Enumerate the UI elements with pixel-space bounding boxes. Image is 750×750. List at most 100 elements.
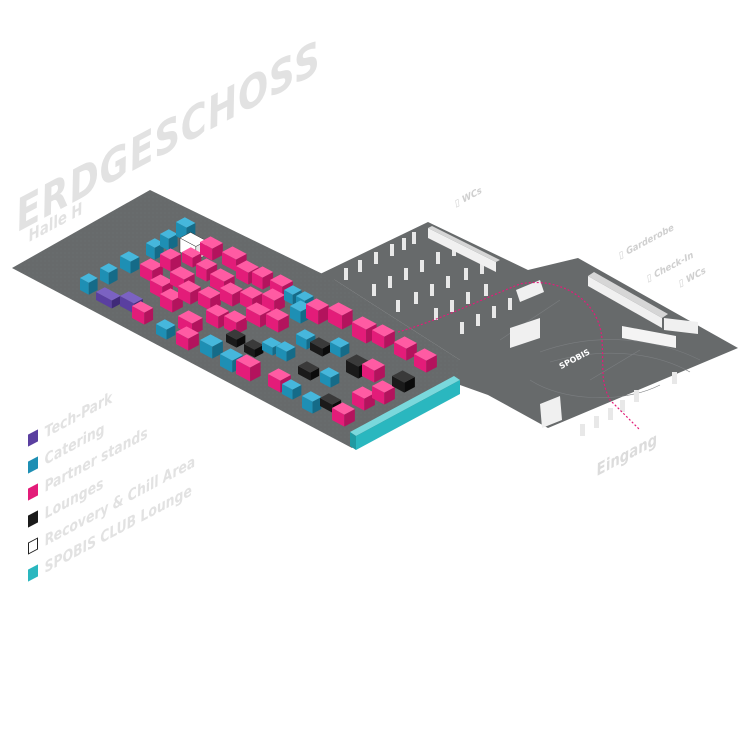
booth-face [96,292,112,309]
booth-face [196,258,218,270]
booth-face [150,274,173,287]
legend-item-tech-park: Tech-Park [28,389,113,447]
booth-face [168,234,178,251]
booth-face [160,229,178,239]
booth-face [342,309,353,330]
booth-face [270,274,293,287]
booth-face [266,314,279,333]
booth-face [262,337,282,348]
booth-face [200,340,213,359]
booth-face [332,402,355,415]
legend-item-recovery-chill: Recovery & Chill Area [28,453,196,555]
booth-face [340,342,350,358]
booth-face [262,294,275,313]
booth-face [170,254,182,272]
booth-face [236,360,251,382]
booth-face [200,242,213,261]
route-path [397,281,641,431]
booth-face [290,306,301,324]
legend-item-partner-stands: Partner stands [28,424,149,501]
booth-face [132,301,154,313]
booth-face [222,252,237,272]
booth-face [414,348,437,361]
booth-face [226,334,237,348]
booth-face [330,372,340,388]
booth-face [352,392,365,411]
booth-face [140,264,153,283]
booth-face [120,296,135,314]
booth-face [206,304,229,317]
booth-face [206,310,219,329]
booth-face [188,332,199,351]
booth-face [274,294,285,313]
booth-face [252,272,263,290]
booth-face [322,343,332,357]
booth-face [284,290,293,305]
booth-face [328,308,343,330]
booth-face [166,324,176,340]
booth-face [302,391,322,402]
booth-face [220,282,243,295]
booth-face [262,342,273,356]
booth-face [372,386,385,405]
booth-face [346,360,359,379]
booth-face [220,348,243,361]
booth-face [88,278,98,295]
booth-face [220,354,233,373]
legend-item-catering: Catering [28,420,106,474]
booth-face [392,370,415,383]
booth-face [302,396,313,414]
booth-face [392,376,405,393]
booth-face [80,278,89,295]
booth-face [372,324,395,337]
booth-face [284,285,302,295]
booth-face [150,280,163,299]
booth-face [372,330,385,349]
booth-face [296,334,307,350]
booth-face [292,384,302,400]
booth-face [100,268,109,285]
booth-face [240,286,263,299]
booth-face [290,300,312,312]
booth-face [176,326,199,339]
booth-face [130,256,140,274]
booth-face [120,291,143,304]
booth-face [176,217,196,228]
booth-face [172,294,183,313]
booth-face [96,287,121,301]
booth-face [222,246,247,260]
booth-face [176,332,189,351]
booth-face [306,298,329,311]
booth-face [170,266,195,280]
booth-face [132,306,145,325]
booth-face [156,324,167,340]
booth-face [310,342,323,357]
booth-face [182,252,193,268]
booth-face [236,260,259,273]
booth-face [244,339,264,350]
booth-face [160,234,169,251]
booth-face [254,344,264,358]
booth-face [372,380,395,393]
booth-face [296,329,316,340]
booth-face [100,263,118,273]
booth-face [328,302,353,316]
booths [80,217,437,427]
booth-face [286,346,296,362]
booth-face [278,314,289,333]
booth-face [146,243,155,260]
booth-face [330,337,350,348]
booth-face [178,280,201,293]
booth-face [224,316,237,335]
booth-face [160,294,173,313]
booth-face [144,307,154,325]
booth-face [374,364,385,383]
booth-face [320,372,331,388]
booth-face [362,358,385,371]
booth-face [156,319,176,330]
booth-face [330,342,341,358]
foyer-walls [428,226,698,428]
booth-face [182,247,202,258]
booth-face [298,361,320,373]
